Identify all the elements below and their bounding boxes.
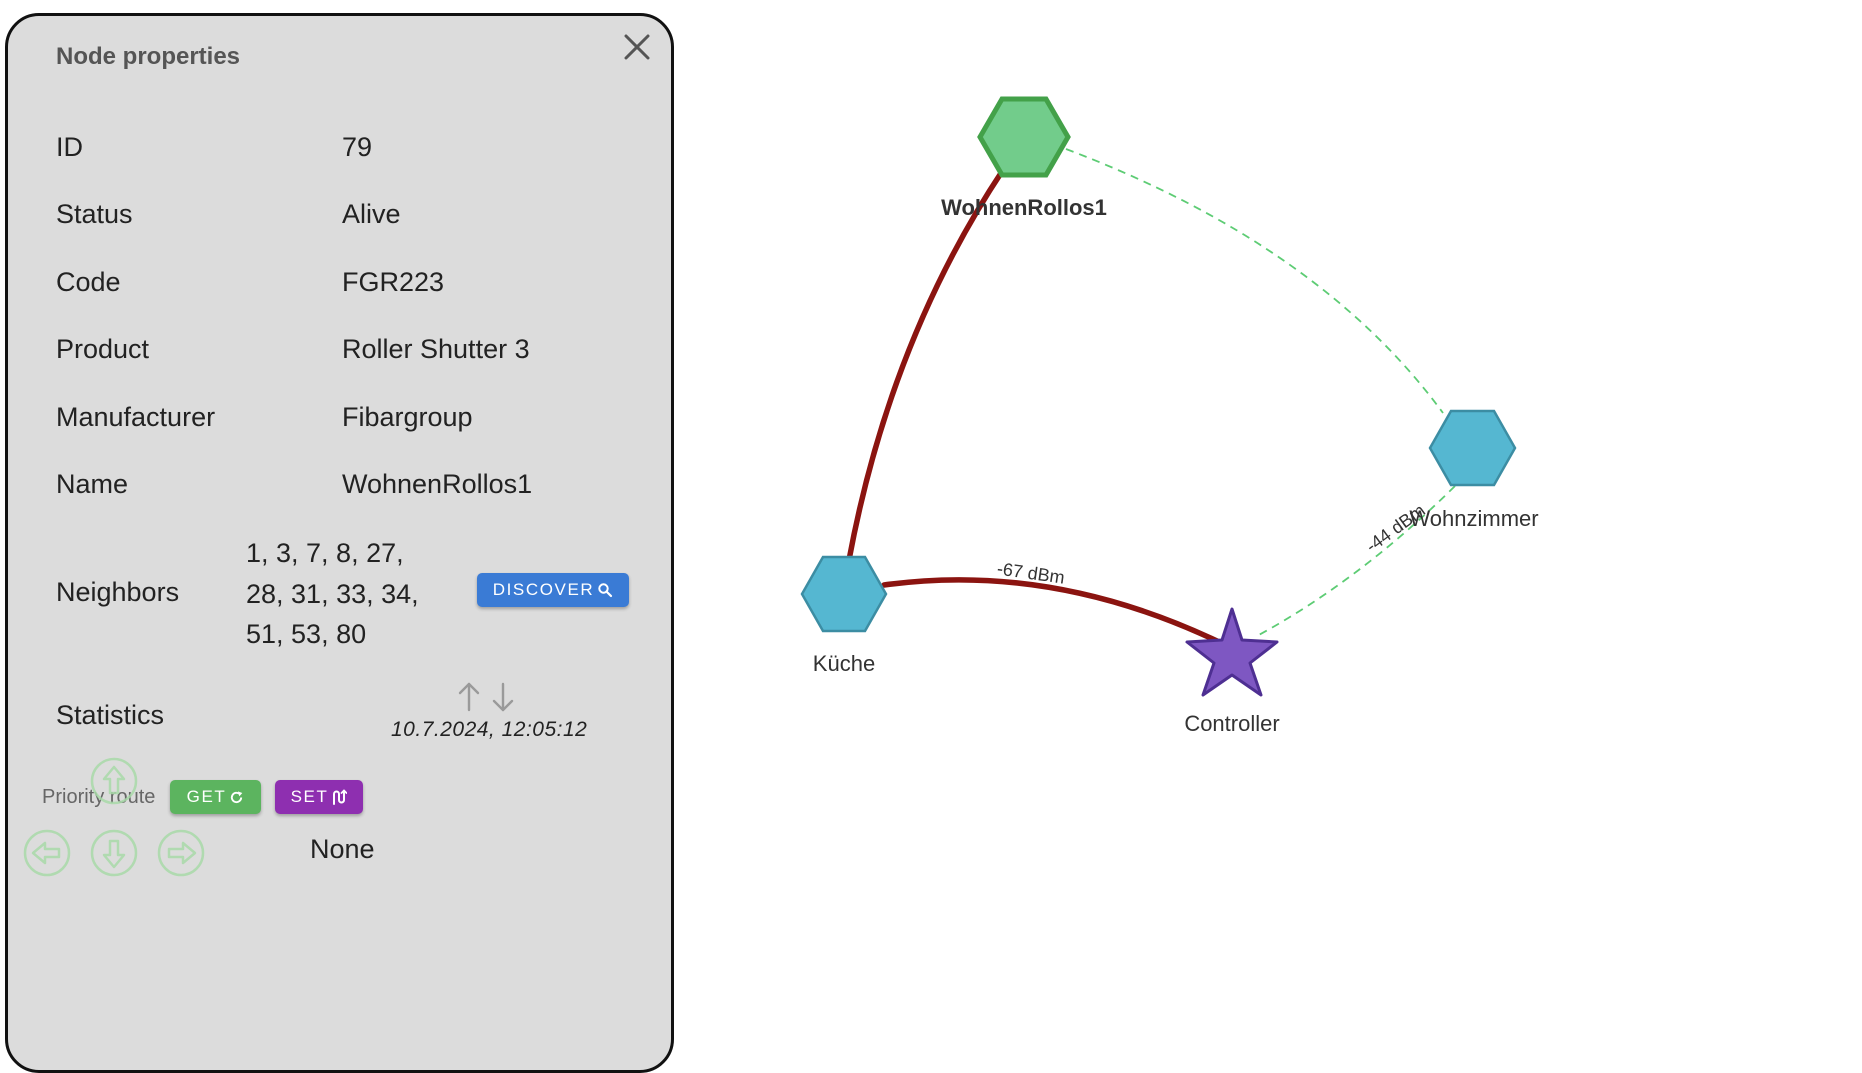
node-wohnenrollos1[interactable] [977, 96, 1071, 178]
priority-route-value: None [310, 834, 375, 864]
get-button[interactable]: GET [170, 780, 261, 814]
arrow-up-down-icon[interactable] [455, 681, 519, 713]
statistics-label: Statistics [56, 700, 165, 730]
prop-label-name: Name [56, 469, 129, 499]
refresh-icon [231, 790, 243, 803]
panel-title: Node properties [56, 43, 241, 70]
statistics-timestamp: 10.7.2024, 12:05:12 [391, 718, 588, 741]
node-label-wohnenrollos1: WohnenRollos1 [941, 195, 1107, 220]
node-wohnzimmer[interactable] [1428, 409, 1517, 487]
prop-label-product: Product [56, 334, 150, 364]
node-label-controller: Controller [1184, 711, 1279, 736]
prop-value-id: 79 [342, 132, 373, 162]
node-kueche[interactable] [800, 555, 888, 633]
node-controller[interactable] [1185, 607, 1279, 697]
prop-label-status: Status [56, 199, 133, 229]
neighbors-line: 28, 31, 33, 34, [246, 578, 419, 609]
node-properties-panel: Node properties ID 79 Status Alive Code … [5, 13, 674, 1073]
arrow-up-icon[interactable] [90, 757, 138, 805]
arrow-left-icon[interactable] [23, 829, 71, 877]
discover-button[interactable]: DISCOVER [477, 573, 629, 607]
prop-label-id: ID [56, 132, 83, 162]
prop-value-manufacturer: Fibargroup [342, 402, 473, 432]
prop-value-status: Alive [342, 199, 401, 229]
route-icon [333, 789, 348, 805]
arrow-down-icon[interactable] [90, 829, 138, 877]
discover-button-label: DISCOVER [492, 580, 595, 599]
close-button[interactable] [620, 30, 654, 64]
prop-value-name: WohnenRollos1 [342, 469, 533, 499]
node-label-wohnzimmer: Wohnzimmer [1409, 506, 1538, 531]
set-button-label: SET [290, 787, 329, 806]
node-label-kueche: Küche [813, 651, 875, 676]
neighbors-list: 1, 3, 7, 8, 27, 28, 31, 33, 34, 51, 53, … [246, 533, 419, 655]
neighbors-line: 1, 3, 7, 8, 27, [246, 538, 404, 568]
get-button-label: GET [186, 787, 227, 806]
edge-wohnzimmer-controller[interactable] [1256, 485, 1456, 637]
edge-wohnenrollos1-kueche[interactable] [846, 167, 1006, 563]
prop-value-code: FGR223 [342, 267, 445, 297]
edge-kueche-controller[interactable] [881, 577, 1220, 644]
edge-wohnenrollos1-wohnzimmer[interactable] [1065, 148, 1444, 414]
close-icon [624, 34, 650, 60]
prop-value-product: Roller Shutter 3 [342, 334, 530, 364]
prop-label-code: Code [56, 267, 121, 297]
set-button[interactable]: SET [275, 780, 363, 814]
arrow-right-icon[interactable] [157, 829, 205, 877]
prop-label-manufacturer: Manufacturer [56, 402, 216, 432]
search-icon [598, 583, 613, 598]
neighbors-line: 51, 53, 80 [246, 619, 367, 649]
network-graph[interactable]: -67 dBm -44 dBm WohnenRollos1 Wohnzimmer… [0, 0, 1862, 1046]
neighbors-label: Neighbors [56, 577, 180, 607]
